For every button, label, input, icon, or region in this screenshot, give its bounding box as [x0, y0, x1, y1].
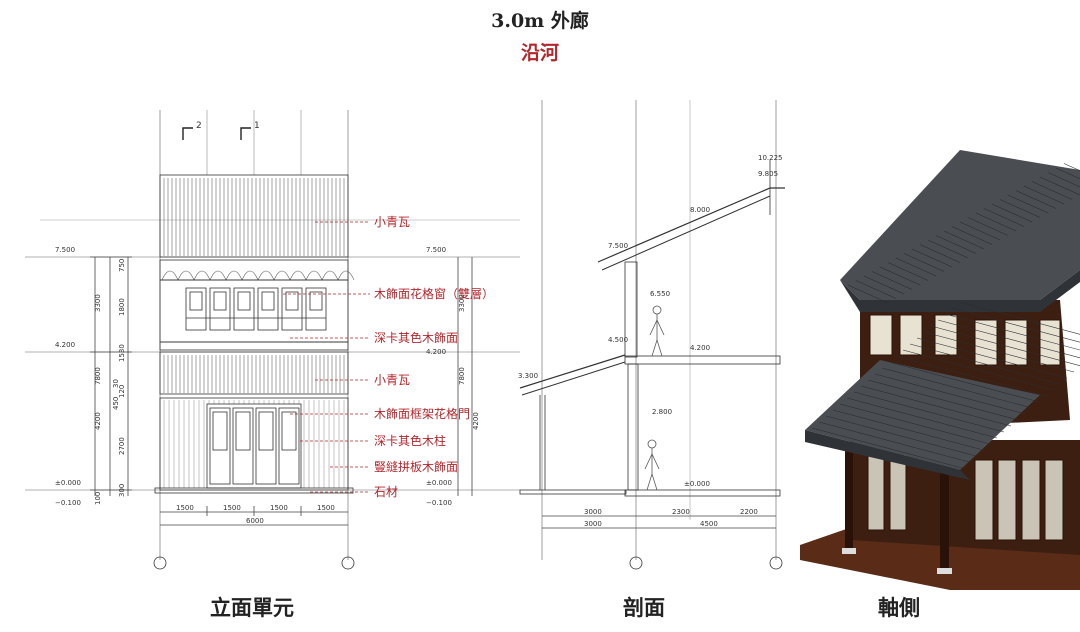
caption-section: 剖面: [623, 595, 665, 620]
sec-level-10225: 10.225: [758, 154, 783, 162]
elevation-callouts: 小青瓦 木飾面花格窗（雙層） 深卡其色木飾面 小青瓦 木飾面框架花格門 深卡其色…: [374, 215, 494, 499]
sec-level-8000: 8.000: [690, 206, 710, 214]
dim-4200: 4200: [94, 412, 102, 430]
axonometric-model: [800, 150, 1080, 590]
callout-roof-tile-lower: 小青瓦: [374, 373, 410, 387]
sec-level-3300: 3.300: [518, 372, 538, 380]
level-right-0000: ±0.000: [426, 479, 452, 487]
section-dimensions: 10.225 9.805 8.000 7.500 6.550 4.500 4.2…: [518, 154, 783, 528]
dim-2700: 2700: [118, 437, 126, 455]
level-left-7500: 7.500: [55, 246, 75, 254]
section-mark-2: 2: [196, 121, 202, 131]
sec-dim-3000-b: 3000: [584, 520, 602, 528]
callout-khaki-wood-panel: 深卡其色木飾面: [374, 331, 458, 345]
sec-level-9805: 9.805: [758, 170, 778, 178]
right-dim-3300: 3300: [458, 294, 466, 312]
human-figure-lower: [644, 439, 660, 491]
section-drawing: [519, 100, 785, 570]
dim-7800: 7800: [94, 367, 102, 385]
upper-window-row: [185, 287, 327, 331]
sec-level-2800: 2.800: [652, 408, 672, 416]
bottom-dim-3: 1500: [270, 504, 288, 512]
dim-30: 30: [112, 379, 120, 388]
dim-3300: 3300: [94, 294, 102, 312]
sec-level-0000: ±0.000: [684, 480, 710, 488]
dim-1800: 1800: [118, 298, 126, 316]
sec-level-4200: 4.200: [690, 344, 710, 352]
bottom-dim-4: 1500: [317, 504, 335, 512]
caption-elevation-unit: 立面單元: [210, 595, 294, 620]
human-figure-upper: [649, 305, 665, 357]
dim-120: 120: [118, 385, 126, 398]
lower-door-row: [206, 403, 302, 489]
callout-lattice-door: 木飾面框架花格門: [374, 406, 470, 421]
elevation-dimensions: 2 1 7.500 4.200 ±0.000 −0.100 7.500 4.20…: [55, 121, 480, 525]
level-left-4200: 4.200: [55, 341, 75, 349]
level-right-4200: 4.200: [426, 348, 446, 356]
dim-300: 300: [118, 484, 126, 497]
sec-dim-2200: 2200: [740, 508, 758, 516]
sec-dim-4500: 4500: [700, 520, 718, 528]
section-mark-1: 1: [254, 121, 260, 131]
right-dim-4200: 4200: [472, 412, 480, 430]
bottom-dim-total: 6000: [246, 517, 264, 525]
bottom-dim-2: 1500: [223, 504, 241, 512]
bottom-dim-1: 1500: [176, 504, 194, 512]
sec-level-6550: 6.550: [650, 290, 670, 298]
caption-axonometric: 軸側: [878, 595, 920, 620]
callout-lattice-window: 木飾面花格窗（雙層）: [374, 286, 494, 301]
callout-khaki-wood-column: 深卡其色木柱: [374, 433, 446, 448]
drawing-subtitle: 沿河: [520, 42, 559, 64]
level-right-7500: 7.500: [426, 246, 446, 254]
callout-roof-tile-upper: 小青瓦: [374, 215, 410, 229]
sec-dim-3000-a: 3000: [584, 508, 602, 516]
sec-dim-2300: 2300: [672, 508, 690, 516]
dim-1530: 1530: [118, 344, 126, 362]
callout-vertical-board: 豎縫拼板木飾面: [374, 459, 458, 474]
level-left-0100: −0.100: [55, 499, 81, 507]
level-right-0100: −0.100: [426, 499, 452, 507]
sec-level-7500: 7.500: [608, 242, 628, 250]
level-left-0000: ±0.000: [55, 479, 81, 487]
callout-stone: 石材: [374, 485, 398, 499]
dim-450: 450: [112, 397, 120, 410]
elevation-drawing: [25, 110, 520, 570]
dim-750: 750: [118, 259, 126, 272]
elevation-callout-leaders: [283, 221, 370, 493]
dim-100: 100: [94, 492, 102, 505]
right-dim-7800: 7800: [458, 367, 466, 385]
drawing-title: 3.0m 外廊: [491, 10, 589, 32]
sec-level-4500: 4.500: [608, 336, 628, 344]
